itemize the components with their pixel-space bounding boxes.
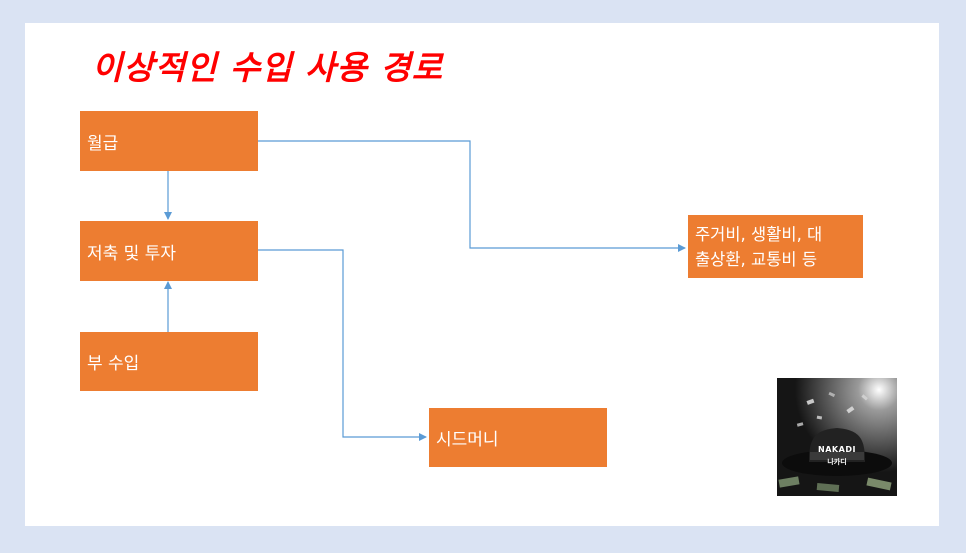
node-side-income: 부 수입 bbox=[80, 332, 258, 391]
logo-text-ko: 나카디 bbox=[827, 458, 847, 466]
node-salary: 월급 bbox=[80, 111, 258, 171]
logo-text-en: NAKADI bbox=[818, 445, 856, 454]
hat-illustration bbox=[777, 378, 897, 496]
node-seed-money: 시드머니 bbox=[429, 408, 607, 467]
nakadi-logo-image: NAKADI 나카디 bbox=[777, 378, 897, 496]
diagram-title: 이상적인 수입 사용 경로 bbox=[92, 48, 444, 87]
node-savings-investment: 저축 및 투자 bbox=[80, 221, 258, 281]
node-living-expenses: 주거비, 생활비, 대 출상환, 교통비 등 bbox=[688, 215, 863, 278]
